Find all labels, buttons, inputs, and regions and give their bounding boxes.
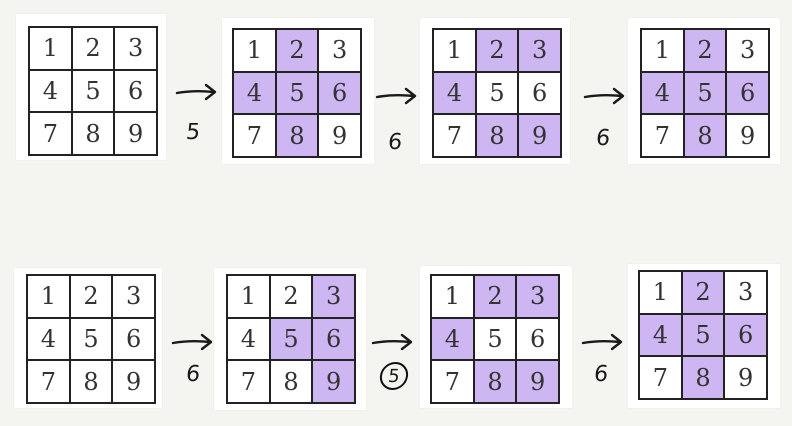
grid-cell: 8	[275, 114, 319, 157]
grid-cell: 7	[29, 112, 72, 155]
grid-cell: 3	[318, 29, 361, 72]
right-arrow-icon	[171, 333, 213, 351]
grid-cell: 9	[112, 360, 155, 403]
grid-cell: 4	[233, 71, 276, 115]
grid-cell: 5	[269, 317, 313, 361]
grid-cell: 2	[275, 29, 319, 72]
grid-cell: 8	[681, 356, 725, 399]
grid-cell: 1	[639, 271, 682, 314]
grid-cell: 6	[518, 71, 561, 115]
grid-cell: 2	[681, 271, 725, 314]
grid-cell: 8	[269, 360, 313, 403]
grid-cell: 1	[29, 27, 72, 70]
right-arrow-icon	[371, 333, 413, 351]
grid-cell: 9	[114, 112, 157, 155]
grid-cell: 1	[641, 29, 684, 72]
grid-cell: 1	[227, 275, 270, 318]
grid-cell: 5	[683, 71, 727, 115]
grid-cell: 5	[69, 317, 113, 361]
grid-cell: 7	[233, 114, 276, 157]
grid-cell: 8	[683, 114, 727, 157]
grid-cell: 6	[318, 71, 361, 115]
grid-cell: 9	[312, 360, 355, 403]
grid-cell: 4	[433, 71, 476, 115]
grid-cell: 5	[275, 71, 319, 115]
grid-cell: 5	[475, 71, 519, 115]
grid-cell: 2	[269, 275, 313, 318]
grid-cell: 7	[433, 114, 476, 157]
step-label: 6	[184, 362, 202, 387]
grid-cell: 2	[71, 27, 115, 70]
grid-cell: 8	[71, 112, 115, 155]
grid-cell: 6	[726, 71, 769, 115]
grid-cell: 2	[683, 29, 727, 72]
grid-cell: 1	[233, 29, 276, 72]
grid-cell: 4	[641, 71, 684, 115]
grid-cell: 4	[431, 317, 474, 361]
grid-cell: 9	[726, 114, 769, 157]
grid-cell: 4	[227, 317, 270, 361]
grid-cell: 3	[516, 275, 559, 318]
grid-cell: 4	[29, 69, 72, 113]
grid-cell: 7	[641, 114, 684, 157]
grid-cell: 6	[516, 317, 559, 361]
grid-cell: 6	[724, 313, 767, 357]
grid-cell: 9	[318, 114, 361, 157]
grid-panel	[14, 268, 162, 408]
step-label: 5	[184, 120, 202, 145]
grid-cell: 8	[473, 360, 517, 403]
grid-panel	[16, 14, 166, 160]
grid-cell: 4	[639, 313, 682, 357]
grid-cell: 1	[431, 275, 474, 318]
grid-cell: 5	[71, 69, 115, 113]
step-label: 6	[594, 126, 612, 151]
grid-cell: 1	[433, 29, 476, 72]
grid-cell: 3	[724, 271, 767, 314]
right-arrow-icon	[583, 87, 625, 105]
grid-cell: 7	[431, 360, 474, 403]
right-arrow-icon	[581, 333, 623, 351]
grid-cell: 3	[518, 29, 561, 72]
grid-cell: 2	[69, 275, 113, 318]
grid-cell: 8	[475, 114, 519, 157]
grid-cell: 3	[312, 275, 355, 318]
grid-cell: 7	[27, 360, 70, 403]
grid-cell: 6	[114, 69, 157, 113]
grid-cell: 3	[726, 29, 769, 72]
grid-cell: 2	[473, 275, 517, 318]
grid-cell: 3	[112, 275, 155, 318]
grid-cell: 4	[27, 317, 70, 361]
grid-cell: 9	[516, 360, 559, 403]
grid-cell: 9	[518, 114, 561, 157]
grid-cell: 5	[681, 313, 725, 357]
grid-cell: 3	[114, 27, 157, 70]
step-label: 6	[592, 362, 610, 387]
grid-cell: 2	[475, 29, 519, 72]
grid-cell: 5	[473, 317, 517, 361]
grid-cell: 9	[724, 356, 767, 399]
grid-cell: 6	[312, 317, 355, 361]
grid-cell: 7	[639, 356, 682, 399]
grid-cell: 8	[69, 360, 113, 403]
step-label: 6	[386, 130, 404, 155]
grid-cell: 7	[227, 360, 270, 403]
grid-cell: 6	[112, 317, 155, 361]
right-arrow-icon	[175, 83, 217, 101]
grid-cell: 1	[27, 275, 70, 318]
step-label: 5	[378, 362, 410, 390]
right-arrow-icon	[375, 87, 417, 105]
